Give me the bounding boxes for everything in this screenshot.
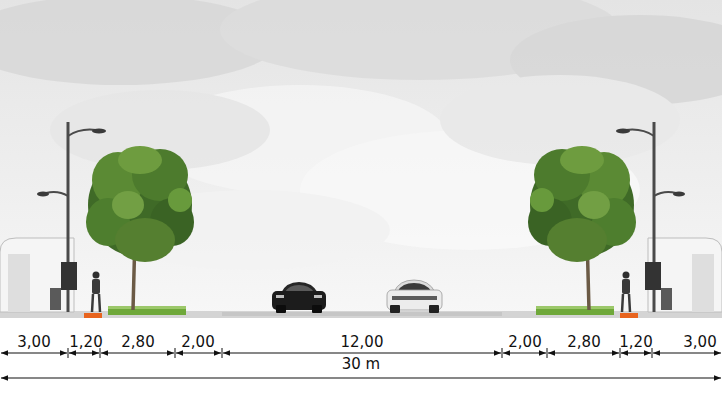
wall-shade — [8, 254, 30, 312]
dimension-label: 3,00 — [17, 334, 50, 351]
dimension-line — [503, 352, 546, 353]
street-side — [528, 122, 722, 318]
total-dimension-label: 30 m — [342, 356, 380, 373]
pedestrian — [93, 272, 100, 279]
pedestrian — [92, 294, 100, 312]
lamp-arm — [68, 130, 96, 136]
dimension-label: 2,80 — [567, 334, 600, 351]
tree-canopy — [118, 146, 162, 174]
dimension-label: 2,80 — [121, 334, 154, 351]
lamp-head — [37, 192, 49, 197]
dimension-line — [621, 352, 651, 353]
dimension-line — [1, 352, 67, 353]
dimension-label: 1,20 — [69, 334, 102, 351]
white-car — [429, 305, 439, 313]
dimension-line — [69, 352, 99, 353]
dimension-line — [176, 352, 221, 353]
dark-car — [285, 285, 314, 292]
dimension-line — [223, 352, 501, 353]
dimension-tick — [175, 348, 176, 358]
dark-car — [276, 305, 286, 313]
pedestrian — [92, 279, 100, 294]
utility-box — [50, 288, 61, 310]
dimension-tick — [502, 348, 503, 358]
street-side — [0, 122, 194, 318]
grass-strip — [108, 306, 186, 315]
dimension-label: 3,00 — [683, 334, 716, 351]
grass-strip — [108, 306, 186, 309]
dimension-line — [653, 352, 721, 353]
dimension-line — [548, 352, 619, 353]
tree-canopy — [112, 191, 144, 219]
dimension-tick — [547, 348, 548, 358]
dimension-tick — [222, 348, 223, 358]
dimension-label: 2,00 — [508, 334, 541, 351]
lamp-arm — [46, 192, 68, 196]
white-car — [390, 305, 400, 313]
tree-canopy — [86, 146, 194, 262]
tactile-strip — [84, 313, 102, 318]
total-dimension-line — [1, 377, 721, 378]
dimension-line — [101, 352, 174, 353]
dark-car — [314, 295, 322, 298]
dimension-label: 12,00 — [341, 334, 384, 351]
dimension-label: 2,00 — [181, 334, 214, 351]
white-car — [387, 280, 442, 313]
dark-car — [276, 295, 284, 298]
tree-canopy — [168, 188, 192, 212]
dark-car — [312, 305, 322, 313]
dimension-label: 1,20 — [619, 334, 652, 351]
dark-car — [272, 282, 326, 313]
dimension-tick — [68, 348, 69, 358]
white-car — [392, 296, 437, 300]
post-cabinet — [61, 262, 77, 290]
tree-canopy — [115, 218, 175, 262]
lamp-head — [92, 129, 106, 134]
road-surface — [222, 312, 502, 316]
